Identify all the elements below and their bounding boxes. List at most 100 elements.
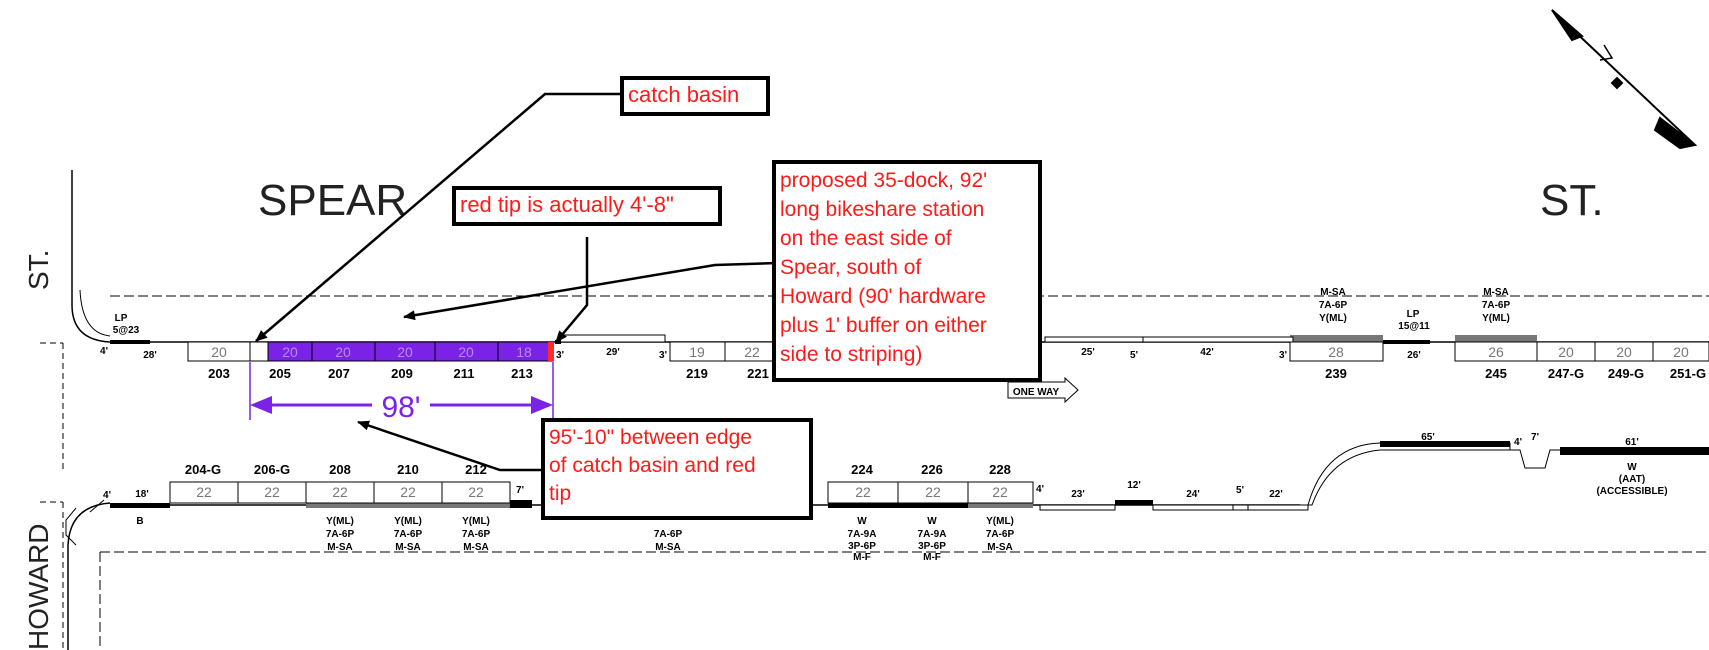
regulation-text: M-SA	[655, 542, 681, 553]
dimension-98: 98'	[249, 362, 554, 424]
regulation-text: (AAT)	[1619, 474, 1645, 485]
east-box-value: 20	[335, 344, 351, 360]
west-dimensions: 4' 18' 7' 4' 23' 12' 24' 5' 22' 65' 4' 7…	[103, 432, 1639, 501]
street-name-st-right: ST.	[1540, 176, 1604, 225]
lp-label: LP	[115, 313, 128, 324]
regulation-text: 7A-6P	[326, 529, 355, 540]
proposed-line: plus 1' buffer on either	[780, 314, 987, 337]
catch-basin-callout: catch basin	[620, 76, 770, 116]
proposed-line: side to striping)	[780, 343, 923, 366]
address-label: 228	[989, 462, 1011, 477]
dimension-label: 61'	[1625, 437, 1639, 448]
dimension-label: 22'	[1269, 489, 1283, 500]
dimension-label: 3'	[1279, 350, 1287, 361]
catch-basin-text: catch basin	[628, 82, 740, 107]
regulation-text: 7A-6P	[1482, 300, 1511, 311]
regulation-text: 7A-6P	[462, 529, 491, 540]
proposed-station-callout: proposed 35-dock, 92' long bikeshare sta…	[772, 160, 1042, 382]
address-label: 226	[921, 462, 943, 477]
regulation-text: 7A-6P	[986, 529, 1015, 540]
regulation-text: B	[136, 516, 143, 527]
regulation-text: M-SA	[1320, 287, 1346, 298]
address-label: 212	[465, 462, 487, 477]
dimension-label: 3'	[556, 350, 564, 361]
address-label: 221	[747, 366, 769, 381]
east-box-value: 20	[211, 344, 227, 360]
between-callout: 95'-10" between edge of catch basin and …	[541, 418, 813, 520]
regulation-text: W	[927, 516, 937, 527]
between-line: tip	[549, 482, 572, 505]
one-way-label: ONE WAY	[1013, 387, 1060, 398]
regulation-text: M-SA	[327, 542, 353, 553]
regulation-text: M-SA	[395, 542, 421, 553]
address-label: 209	[391, 366, 413, 381]
street-name-howard: HOWARD	[23, 523, 54, 650]
north-arrow-icon	[1551, 9, 1698, 150]
address-label: 203	[208, 366, 230, 381]
regulation-text: W	[857, 516, 867, 527]
regulation-text: 3P-6P	[918, 541, 946, 552]
west-parking-spaces: 22 22 22 22 22 22 22 22	[169, 481, 1034, 504]
regulation-text: W	[1627, 462, 1637, 473]
east-addresses: 203 205 207 209 211 213 219 221 239 245 …	[208, 366, 1706, 381]
regulation-text: 7A-9A	[918, 529, 947, 540]
regulation-text: 7A-6P	[394, 529, 423, 540]
west-addresses: 204-G 206-G 208 210 212 224 226 228	[185, 462, 1011, 477]
dimension-label: 4'	[1036, 484, 1044, 495]
regulation-text: M-F	[923, 552, 941, 563]
east-box-value: 19	[689, 344, 705, 360]
dimension-label: 5'	[1236, 485, 1244, 496]
address-label: 239	[1325, 366, 1347, 381]
lp-label: 15@11	[1398, 321, 1430, 332]
dimension-98-label: 98'	[381, 391, 420, 424]
dimension-label: 4'	[1514, 437, 1522, 448]
address-label: 211	[454, 366, 475, 381]
regulation-text: Y(ML)	[1319, 313, 1347, 324]
dimension-label: 3'	[659, 350, 667, 361]
west-box-value: 22	[400, 484, 416, 500]
dimension-label: 7'	[1531, 432, 1539, 443]
dimension-label: 25'	[1081, 347, 1095, 358]
east-box-value: 20	[282, 344, 298, 360]
regulation-text: Y(ML)	[1482, 313, 1510, 324]
dimension-label: 29'	[606, 347, 620, 358]
dimension-label: 12'	[1127, 480, 1141, 491]
dimension-label: 4'	[103, 490, 111, 501]
west-box-value: 22	[332, 484, 348, 500]
dimension-label: 18'	[135, 489, 149, 500]
west-box-value: 22	[468, 484, 484, 500]
address-label: 204-G	[185, 462, 221, 477]
west-regulations: B Y(ML) 7A-6P M-SA Y(ML) 7A-6P M-SA Y(ML…	[136, 462, 1667, 563]
east-box-value: 20	[1616, 344, 1632, 360]
east-box-value: 20	[1673, 344, 1689, 360]
dimension-label: 28'	[143, 350, 157, 361]
east-box-value: 18	[516, 344, 532, 360]
regulation-text: 7A-9A	[848, 529, 877, 540]
east-dimensions: 4' 28' 3' 29' 3' 25' 5' 42' 3' 26'	[100, 346, 1421, 361]
between-line: of catch basin and red	[549, 454, 756, 477]
proposed-line: Spear, south of	[780, 256, 922, 279]
east-box-value: 20	[1558, 344, 1574, 360]
dimension-label: 5'	[1130, 350, 1138, 361]
address-label: 205	[269, 366, 291, 381]
east-regulations: LP 5@23 LP 15@11 M-SA 7A-6P Y(ML) M-SA 7…	[113, 287, 1511, 336]
lp-label: LP	[1407, 309, 1420, 320]
red-tip-callout: red tip is actually 4'-8"	[452, 186, 722, 226]
regulation-text: 7A-6P	[1319, 300, 1348, 311]
address-label: 219	[686, 366, 708, 381]
regulation-text: M-SA	[987, 542, 1013, 553]
address-label: 207	[328, 366, 350, 381]
east-box-value: 26	[1488, 344, 1504, 360]
leader-arrows	[255, 92, 778, 472]
regulation-text: M-SA	[463, 542, 489, 553]
regulation-text: M-SA	[1483, 287, 1509, 298]
regulation-text: Y(ML)	[394, 516, 422, 527]
address-label: 245	[1485, 366, 1507, 381]
one-way-sign: ONE WAY	[1007, 376, 1079, 404]
dimension-label: 26'	[1407, 350, 1421, 361]
dimension-label: 4'	[100, 346, 108, 357]
dimension-label: 42'	[1200, 347, 1214, 358]
proposed-line: long bikeshare station	[780, 198, 985, 221]
east-box-value: 28	[1328, 344, 1344, 360]
dimension-label: 23'	[1071, 489, 1085, 500]
